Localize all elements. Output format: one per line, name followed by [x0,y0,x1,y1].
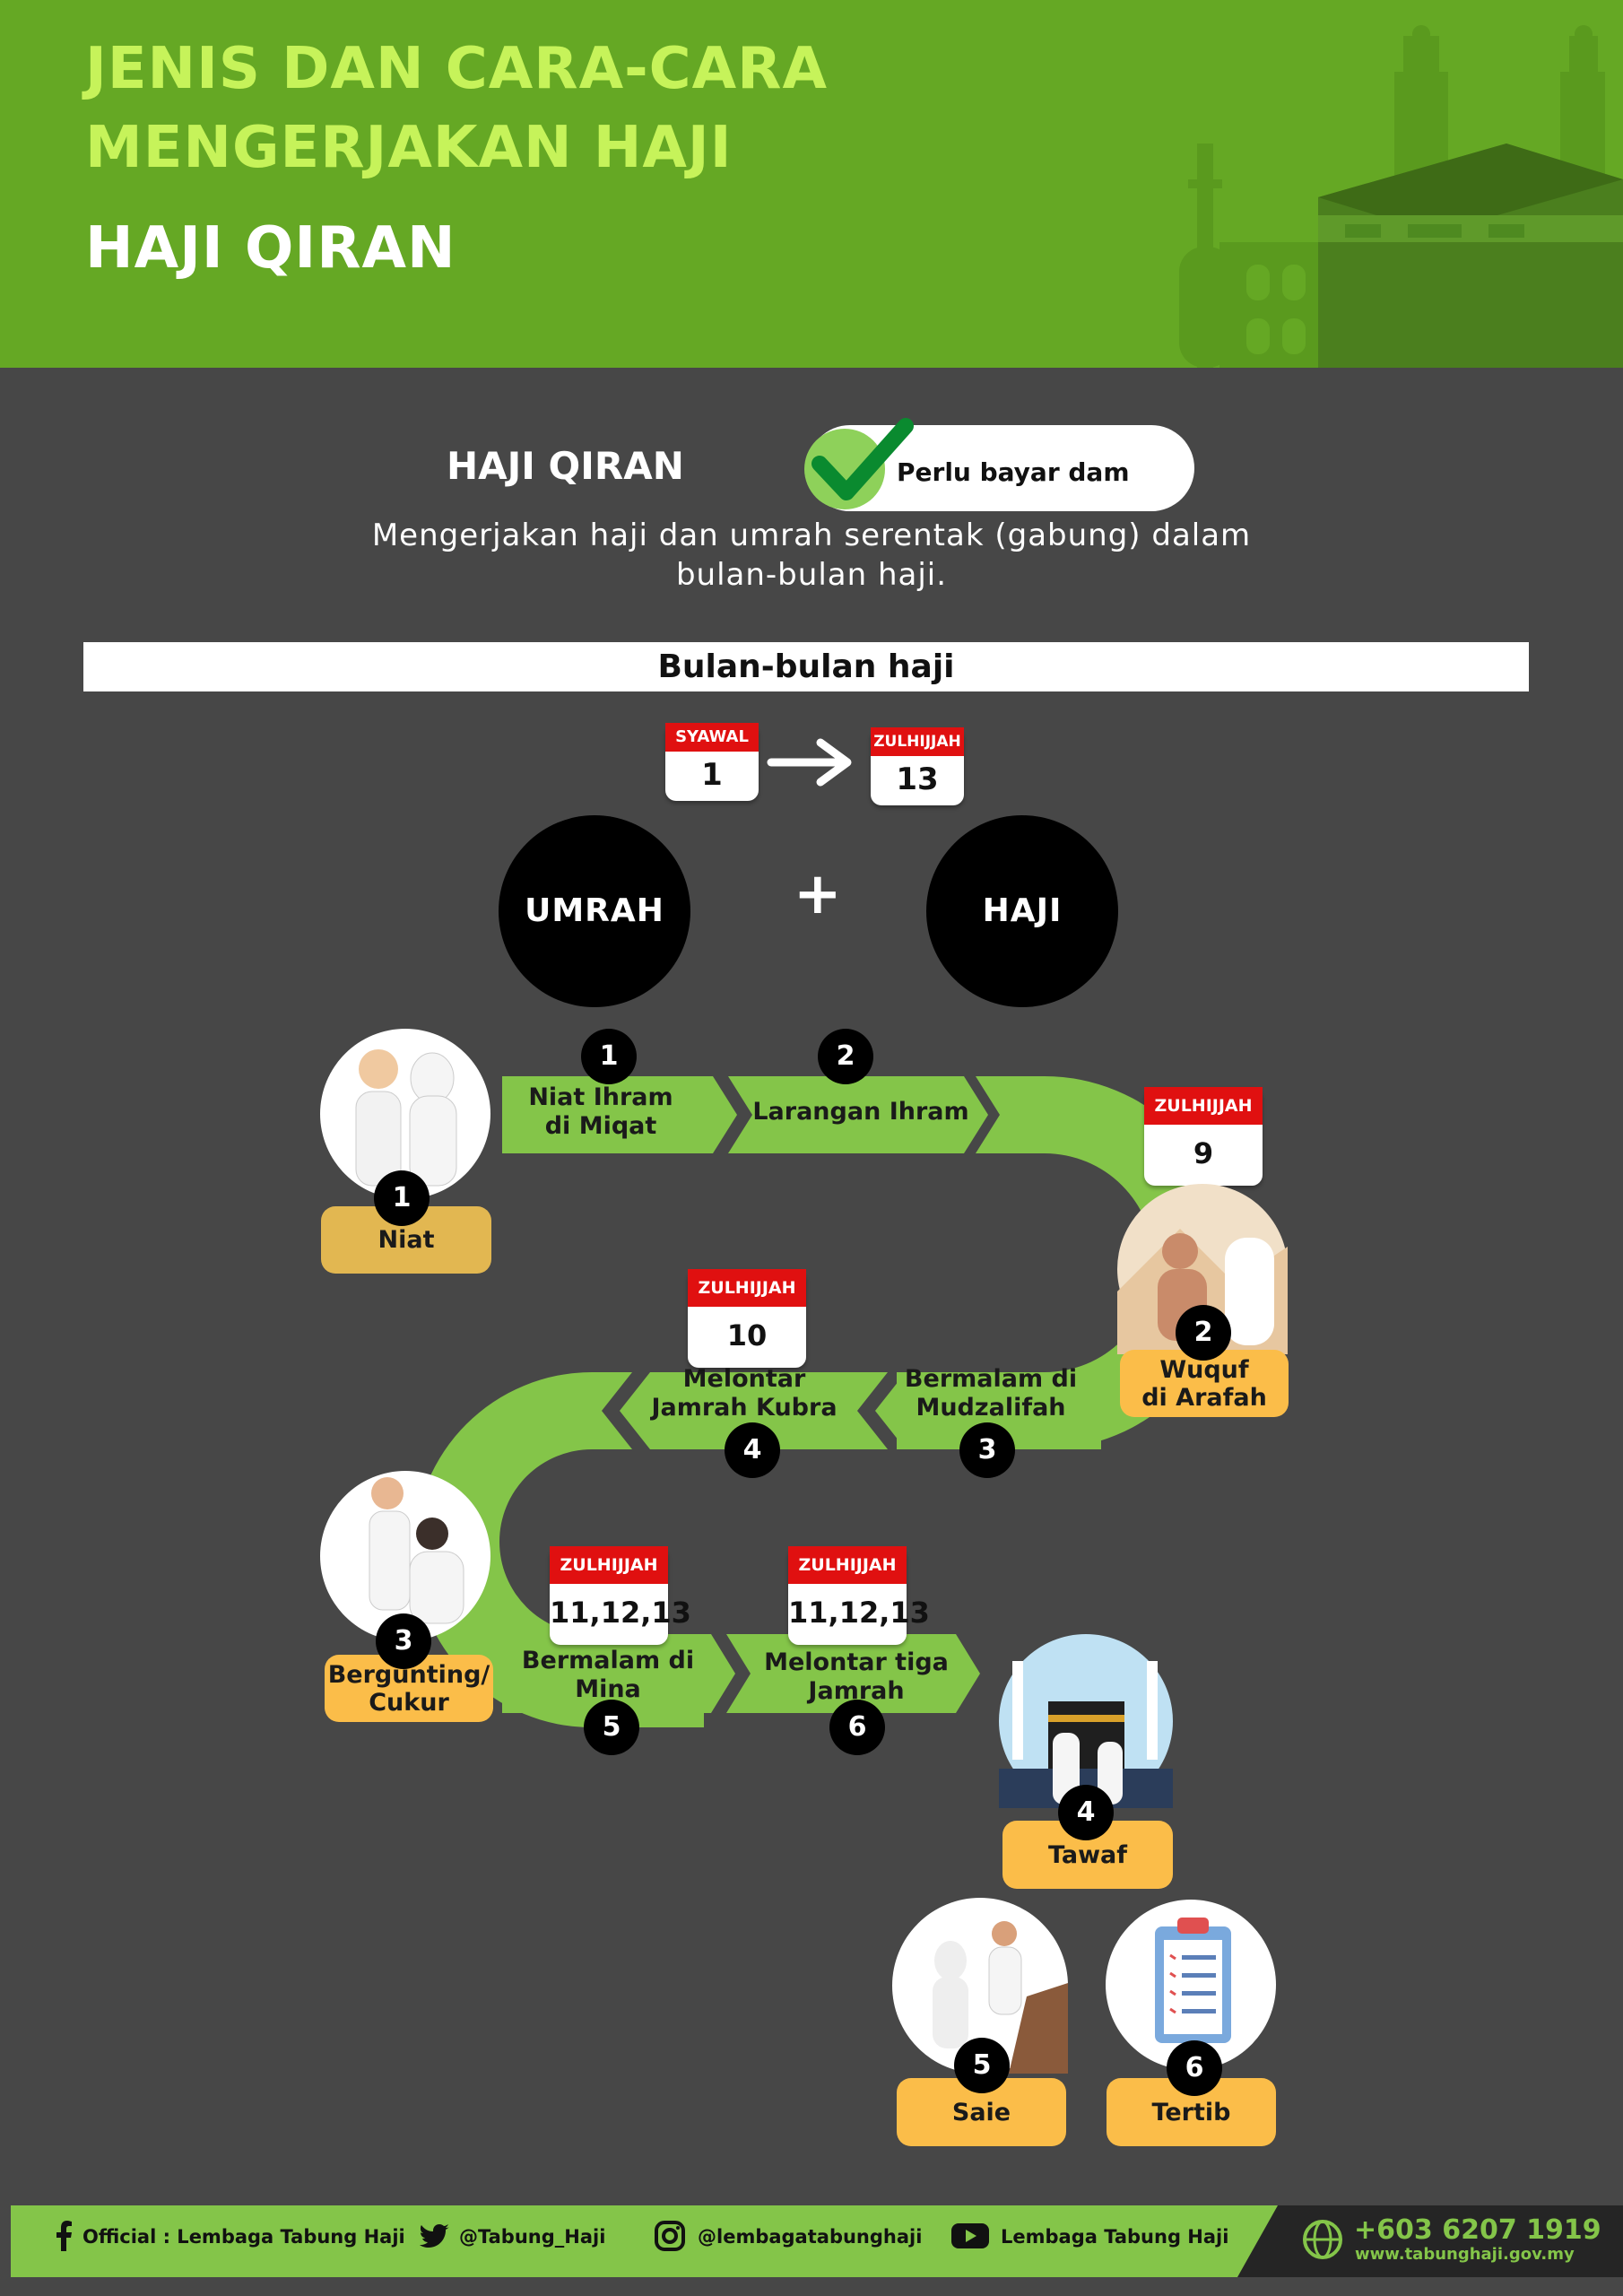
calendar-day: 9 [1193,1136,1214,1170]
description-line-1: Mengerjakan haji dan umrah serentak (gab… [371,517,1252,553]
label-line: Mina [575,1675,641,1703]
check-icon [812,418,914,500]
umrah-step-3-label: Bermalam di Mudzalifah [888,1365,1094,1422]
calendar-month: SYAWAL [665,723,759,752]
calendar-end: ZULHIJJAH 13 [871,727,964,805]
twitter-icon[interactable] [420,2221,450,2251]
haji-circle: HAJI [926,815,1118,1007]
haji-step-4-number: 4 [1058,1785,1114,1840]
umrah-step-2-label: Larangan Ihram [752,1098,969,1126]
footer-instagram[interactable]: @lembagatabunghaji [698,2226,923,2248]
haji-step-2-label: Wuquf di Arafah [1120,1350,1289,1417]
haji-step-1-number: 1 [374,1170,430,1226]
kaaba-mosque-illustration [1179,25,1623,368]
calendar-month: ZULHIJJAH [688,1269,806,1307]
haji-step-3-number: 3 [376,1613,431,1669]
calendar-month: ZULHIJJAH [788,1546,907,1584]
calendar-day: 13 [896,761,939,797]
header-subtitle: HAJI QIRAN [85,215,456,282]
label-line: Niat Ihram [528,1083,673,1111]
title-line-2: MENGERJAKAN HAJI [85,115,733,181]
haji-step-3-label: Bergunting/ Cukur [325,1655,493,1722]
months-bar: Bulan-bulan haji [83,642,1529,691]
tertib-illustration [1106,1900,1276,2070]
calendar-day: 10 [726,1318,768,1352]
intro-description: Mengerjakan haji dan umrah serentak (gab… [269,516,1354,595]
calendar-mina: ZULHIJJAH 11,12,13 [550,1546,691,1645]
umrah-circle: UMRAH [499,815,690,1007]
label-line: Melontar [682,1365,806,1393]
umrah-step-2-number: 2 [818,1029,873,1084]
arrow-right-icon [767,738,852,787]
umrah-step-5-label: Bermalam di Mina [509,1647,707,1704]
label-line: Mudzalifah [916,1394,1066,1422]
wuquf-illustration [1117,1184,1288,1354]
umrah-step-4-number: 4 [725,1422,780,1478]
footer-youtube[interactable]: Lembaga Tabung Haji [1001,2226,1229,2248]
calendar-month: ZULHIJJAH [550,1546,668,1584]
footer-contact-panel [1237,2205,1623,2277]
footer-facebook[interactable]: Official : Lembaga Tabung Haji [82,2226,405,2248]
calendar-start: SYAWAL 1 [665,723,759,801]
label-line: Bermalam di [904,1365,1078,1393]
footer-twitter[interactable]: @Tabung_Haji [459,2226,606,2248]
calendar-day: 11,12,13 [550,1596,691,1630]
header-banner: JENIS DAN CARA-CARA MENGERJAKAN HAJI HAJ… [0,0,1623,368]
haji-step-6-number: 6 [1167,2040,1222,2096]
umrah-step-6-number: 6 [829,1700,885,1755]
title-line-1: JENIS DAN CARA-CARA [85,36,828,102]
intro-title: HAJI QIRAN [447,444,684,488]
niat-illustration [320,1029,490,1199]
tawaf-illustration [999,1634,1173,1808]
calendar-month: ZULHIJJAH [1144,1087,1263,1125]
umrah-step-3-number: 3 [959,1422,1015,1478]
calendar-day: 1 [701,757,723,793]
label-line: Melontar tiga [764,1648,949,1676]
label-line: Jamrah Kubra [651,1394,838,1422]
footer-website[interactable]: www.tabunghaji.gov.my [1355,2245,1575,2264]
calendar-jamrah-kubra: ZULHIJJAH 10 [688,1269,806,1368]
plus-sign: + [794,861,842,927]
globe-icon [1303,2220,1342,2259]
label-line: Jamrah [808,1677,905,1705]
umrah-step-6-label: Melontar tiga Jamrah [749,1648,964,1706]
description-line-2: bulan-bulan haji. [675,557,948,593]
umrah-step-1-label: Niat Ihram di Miqat [502,1083,699,1141]
facebook-icon[interactable] [49,2221,80,2251]
bergunting-illustration [320,1471,490,1641]
label-line: di Arafah [1141,1383,1267,1412]
haji-step-2-number: 2 [1176,1305,1231,1361]
umrah-step-5-number: 5 [584,1700,639,1755]
calendar-wuquf: ZULHIJJAH 9 [1144,1087,1263,1186]
calendar-tiga-jamrah: ZULHIJJAH 11,12,13 [788,1546,930,1645]
calendar-day: 11,12,13 [788,1596,930,1630]
youtube-icon[interactable] [950,2221,990,2251]
label-line: di Miqat [544,1112,657,1140]
label-line: Cukur [369,1688,449,1717]
umrah-step-1-number: 1 [581,1029,637,1084]
umrah-step-4-label: Melontar Jamrah Kubra [641,1365,847,1422]
footer-phone[interactable]: +603 6207 1919 [1354,2214,1601,2246]
calendar-month: ZULHIJJAH [871,727,964,756]
haji-step-5-number: 5 [954,2038,1010,2093]
instagram-icon[interactable] [655,2221,685,2251]
saie-illustration [892,1898,1068,2074]
label-line: Bermalam di [521,1647,695,1674]
dam-badge-text: Perlu bayar dam [897,457,1130,487]
